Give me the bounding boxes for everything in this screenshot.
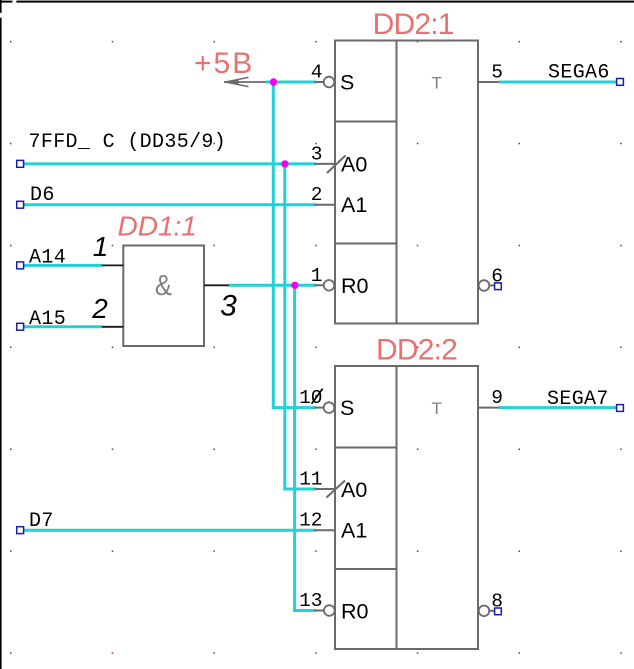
svg-text:+5B: +5B [194, 47, 254, 80]
svg-text:A14: A14 [29, 246, 66, 269]
svg-text:A15: A15 [29, 308, 66, 331]
svg-text:S: S [340, 396, 354, 420]
svg-text:D6: D6 [30, 184, 55, 207]
svg-text:T: T [432, 399, 442, 418]
svg-text:SEGA7: SEGA7 [547, 388, 609, 411]
svg-text:8: 8 [491, 591, 503, 613]
svg-text:4: 4 [311, 62, 323, 84]
svg-text:DD2:1: DD2:1 [373, 8, 454, 41]
svg-text:T: T [432, 73, 442, 92]
svg-text:A1: A1 [341, 193, 367, 217]
svg-text:R0: R0 [341, 599, 369, 623]
svg-text:DD1:1: DD1:1 [118, 211, 197, 242]
svg-text:3: 3 [220, 290, 237, 323]
svg-text:1: 1 [311, 265, 323, 287]
svg-text:A1: A1 [341, 518, 367, 542]
svg-text:2: 2 [311, 184, 323, 206]
svg-text:9: 9 [491, 387, 503, 409]
svg-text:7FFD_ C (DD35/9): 7FFD_ C (DD35/9) [29, 131, 227, 154]
svg-text:SEGA6: SEGA6 [548, 62, 610, 85]
svg-text:12: 12 [299, 510, 322, 532]
svg-text:5: 5 [491, 62, 503, 84]
svg-text:6: 6 [491, 266, 503, 288]
svg-text:A0: A0 [341, 152, 367, 176]
svg-text:10: 10 [299, 387, 322, 409]
svg-text:11: 11 [299, 469, 322, 491]
svg-text:3: 3 [311, 144, 323, 166]
svg-text:A0: A0 [341, 478, 367, 502]
svg-text:D7: D7 [29, 510, 54, 533]
svg-text:DD2:2: DD2:2 [376, 333, 457, 366]
svg-text:2: 2 [91, 293, 108, 324]
svg-text:S: S [340, 70, 354, 94]
svg-text:&: & [155, 270, 172, 302]
svg-text:R0: R0 [341, 274, 369, 298]
svg-text:1: 1 [93, 231, 109, 262]
svg-text:13: 13 [299, 590, 322, 612]
